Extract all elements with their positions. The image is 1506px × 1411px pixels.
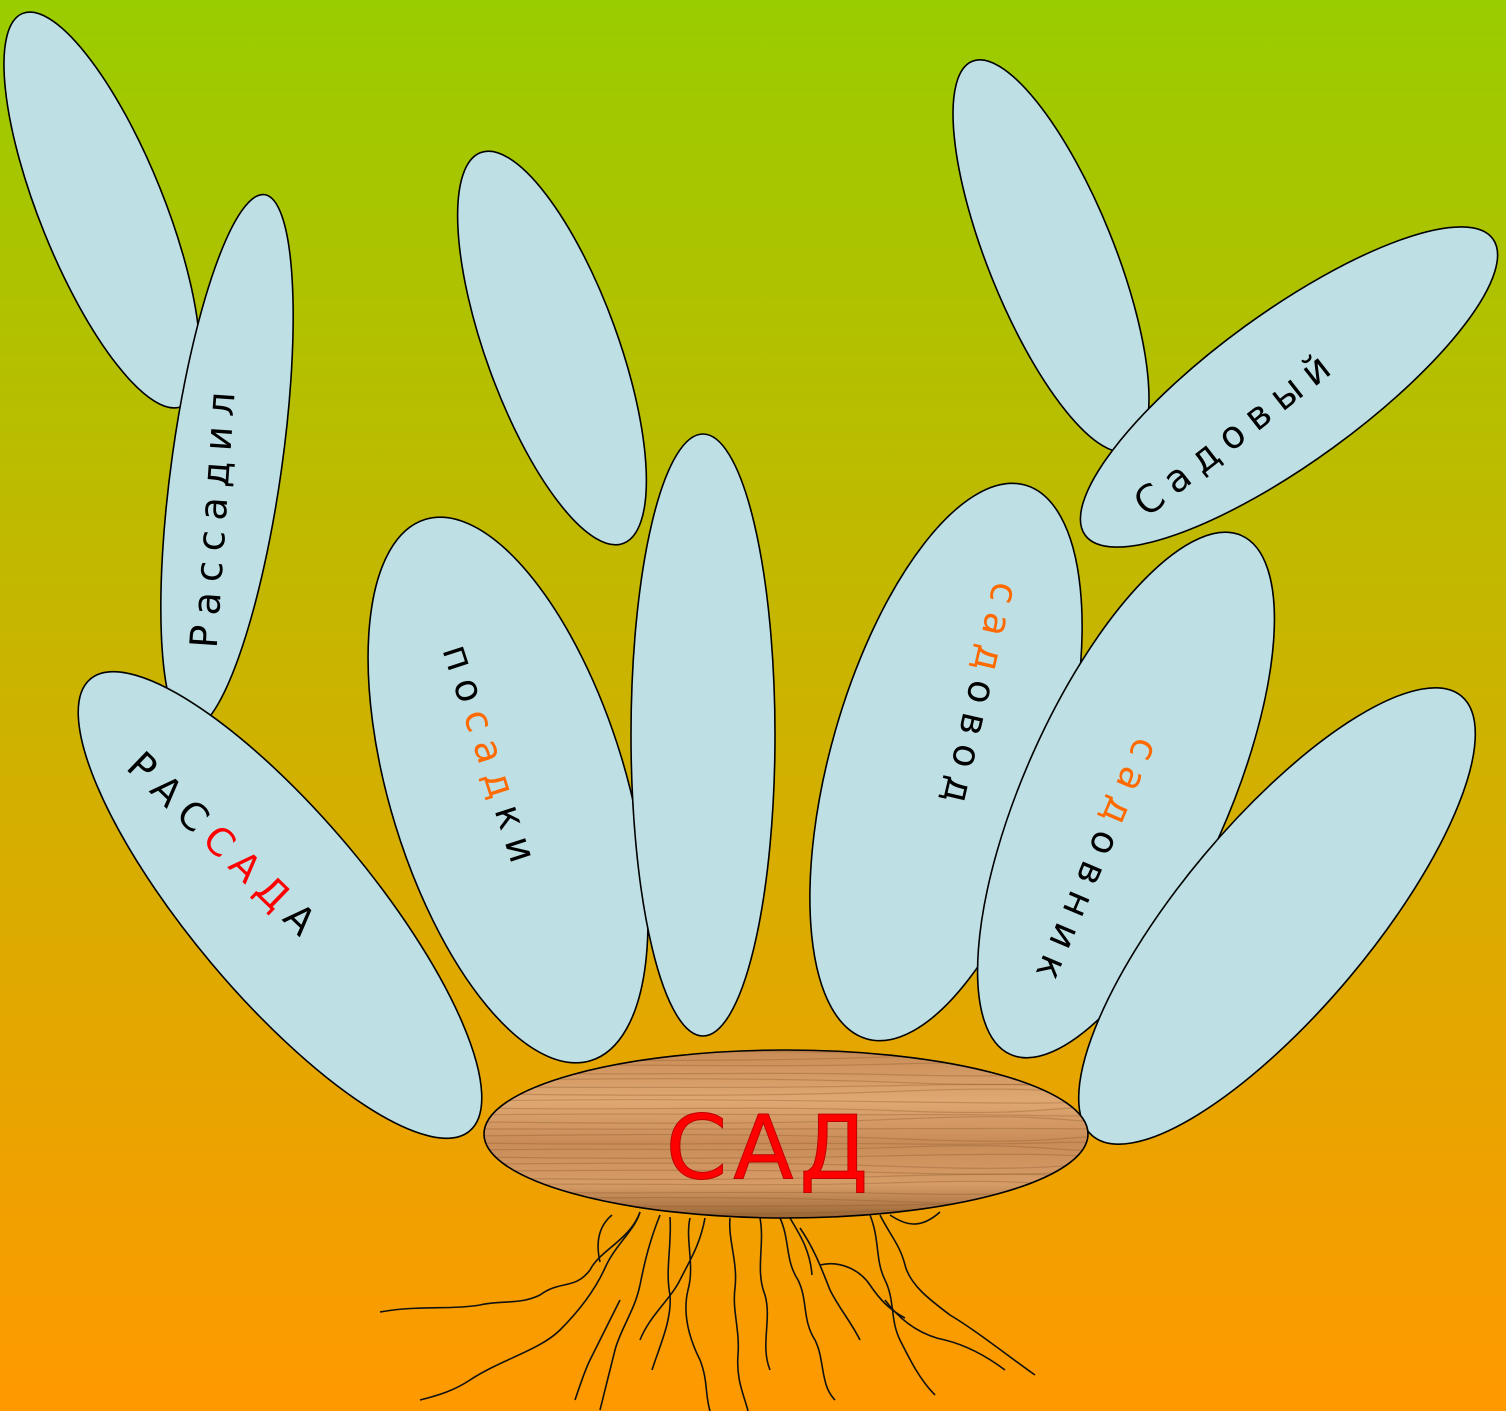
root-word-sad: САД <box>666 1097 874 1200</box>
leaf-center-blank <box>631 434 775 1036</box>
